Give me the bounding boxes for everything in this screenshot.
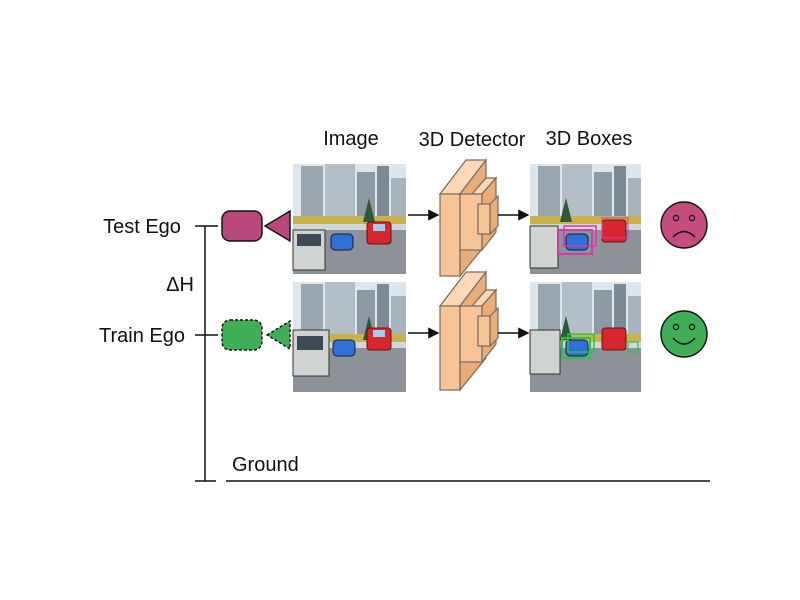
sad-face-icon <box>660 201 708 249</box>
output-boxes-train <box>529 282 641 392</box>
label-train-ego: Train Ego <box>99 325 185 347</box>
arrows <box>408 209 530 339</box>
output-boxes-test <box>529 164 641 274</box>
input-image-train <box>292 282 406 392</box>
detector-block-train <box>438 270 499 392</box>
height-bar <box>195 225 218 482</box>
input-image-test <box>292 164 406 274</box>
label-ground: Ground <box>232 454 299 476</box>
header-image: Image <box>323 128 379 150</box>
label-delta-h: ΔH <box>166 274 194 296</box>
header-boxes: 3D Boxes <box>546 128 633 150</box>
label-test-ego: Test Ego <box>103 216 181 238</box>
header-detector: 3D Detector <box>419 129 526 151</box>
happy-face-icon <box>660 310 708 358</box>
detector-block-test <box>438 158 499 278</box>
test-camera-icon <box>221 209 291 243</box>
train-camera-icon <box>221 319 291 351</box>
